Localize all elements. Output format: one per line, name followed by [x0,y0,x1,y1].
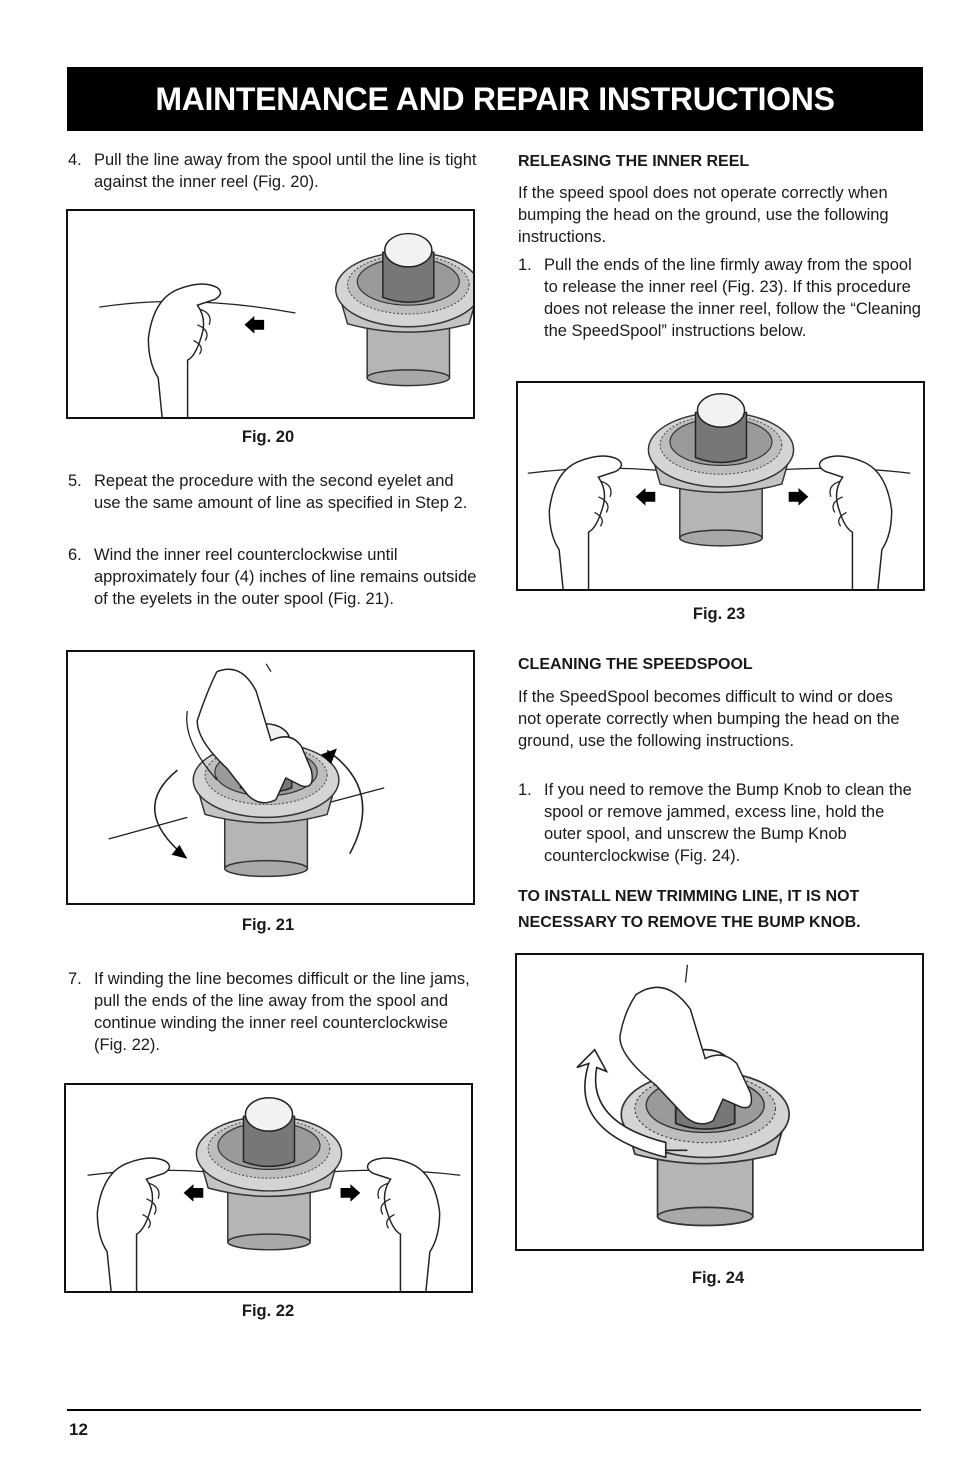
figure-21 [66,650,475,905]
step-text: Wind the inner reel counterclockwise unt… [94,546,477,608]
figure-22-caption: Fig. 22 [241,1302,295,1320]
step-text: Pull the line away from the spool until … [94,151,477,191]
spool-unscrew-knob-icon [576,964,791,1227]
step-4: 4. Pull the line away from the spool unt… [68,149,478,193]
page-title-banner: MAINTENANCE AND REPAIR INSTRUCTIONS [67,67,923,131]
cleaning-step-1: 1. If you need to remove the Bump Knob t… [518,779,918,867]
figure-23 [516,381,925,591]
spool-two-hands-pull-icon [527,393,911,589]
figure-24 [515,953,924,1251]
spool-hand-wind-icon [108,663,385,878]
figure-22 [64,1083,473,1293]
step-number: 1. [518,781,532,799]
step-text: Pull the ends of the line firmly away fr… [544,256,921,340]
figure-21-caption: Fig. 21 [241,916,295,934]
releasing-heading: RELEASING THE INNER REEL [518,153,750,170]
spool-two-hands-pull-icon [87,1097,461,1291]
footer-rule [67,1409,921,1411]
step-6: 6. Wind the inner reel counterclockwise … [68,544,478,610]
figure-24-caption: Fig. 24 [691,1269,745,1287]
step-number: 5. [68,472,82,490]
warning-line-2: NECESSARY TO REMOVE THE BUMP KNOB. [518,914,861,931]
step-5: 5. Repeat the procedure with the second … [68,470,478,514]
step-7: 7. If winding the line becomes difficult… [68,968,478,1056]
step-text: If winding the line becomes difficult or… [94,970,470,1054]
step-text: If you need to remove the Bump Knob to c… [544,781,912,865]
step-text: Repeat the procedure with the second eye… [94,472,468,512]
step-number: 7. [68,970,82,988]
releasing-intro: If the speed spool does not operate corr… [518,184,889,246]
page-title: MAINTENANCE AND REPAIR INSTRUCTIONS [155,80,835,117]
warning-line-1: TO INSTALL NEW TRIMMING LINE, IT IS NOT [518,888,860,905]
step-number: 1. [518,256,532,274]
warning-note: TO INSTALL NEW TRIMMING LINE, IT IS NOT … [518,884,928,936]
cleaning-heading: CLEANING THE SPEEDSPOOL [518,656,753,673]
figure-20 [66,209,475,419]
page-number: 12 [69,1420,88,1439]
cleaning-intro: If the SpeedSpool becomes difficult to w… [518,688,900,750]
figure-23-caption: Fig. 23 [692,605,746,623]
step-number: 4. [68,151,82,169]
figure-20-caption: Fig. 20 [241,428,295,446]
spool-hand-pull-left-icon [99,232,473,417]
releasing-step-1: 1. Pull the ends of the line firmly away… [518,254,923,342]
step-number: 6. [68,546,82,564]
